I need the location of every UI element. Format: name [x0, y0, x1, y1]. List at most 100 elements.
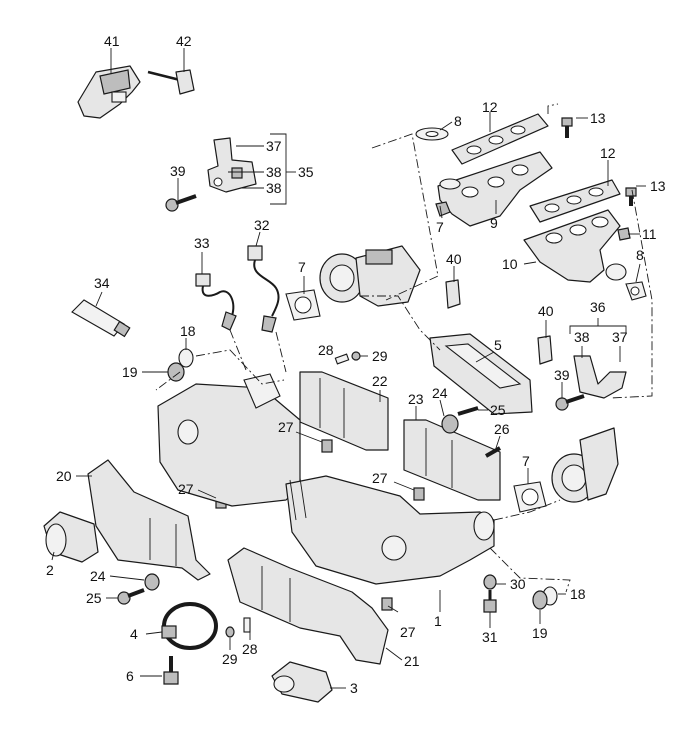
part-7-gasket-c: [513, 481, 547, 513]
callout-37-b: 37: [612, 329, 628, 345]
part-33-oxygen-sensor: [195, 273, 237, 331]
part-18-19-washers-a: [167, 348, 194, 382]
callout-41: 41: [104, 33, 120, 49]
callout-11: 11: [642, 226, 657, 242]
part-36-bracket: [573, 355, 627, 399]
callout-33: 33: [194, 235, 210, 251]
callout-31: 31: [482, 629, 498, 645]
callout-27-d: 27: [400, 624, 416, 640]
callout-6: 6: [126, 668, 134, 684]
part-3-tailpipe-tip: [271, 661, 333, 703]
callout-13-b: 13: [650, 178, 666, 194]
callout-7-c: 7: [522, 453, 530, 469]
callout-4: 4: [130, 626, 138, 642]
callout-19: 19: [122, 364, 138, 380]
part-26-bolt: [485, 446, 501, 458]
part-13-bolt-a: [561, 117, 573, 138]
callout-5: 5: [494, 337, 502, 353]
part-7-nut-a: [435, 201, 451, 217]
turbocharger-right: [551, 427, 619, 503]
callout-numbers: 41 42 8 12 13 37 35 38 38 39 7 9 12 13 1…: [46, 33, 666, 696]
callout-27: 27: [278, 419, 294, 435]
part-7-gasket-b: [285, 289, 321, 321]
part-18-19-washers-b: [532, 586, 558, 610]
part-8-gasket-b: [625, 281, 647, 301]
callout-18-b: 18: [570, 586, 586, 602]
callout-24: 24: [432, 385, 448, 401]
callout-2: 2: [46, 562, 54, 578]
assembly-guide-lines: [155, 103, 653, 593]
callout-3: 3: [350, 680, 358, 696]
callout-29-b: 29: [222, 651, 238, 667]
part-25-bolt-b: [117, 588, 145, 605]
callout-40-b: 40: [538, 303, 554, 319]
part-31-stud: [483, 590, 497, 613]
callout-40: 40: [446, 251, 462, 267]
part-13-bolt-b: [625, 187, 637, 206]
part-4-clamp: [161, 602, 218, 650]
part-27-clip-c: [413, 487, 425, 501]
callout-12: 12: [482, 99, 498, 115]
part-5-heat-shield: [429, 333, 533, 415]
part-30-nut: [483, 574, 497, 590]
callout-30: 30: [510, 576, 526, 592]
part-23-heat-shield: [403, 419, 501, 501]
part-39-bolt-b: [555, 394, 585, 411]
part-32-oxygen-sensor: [247, 245, 280, 333]
part-24-25-fasteners-a: [441, 406, 479, 434]
part-12-gasket-a: [451, 113, 549, 165]
callout-18: 18: [180, 323, 196, 339]
callout-36: 36: [590, 299, 606, 315]
callout-29: 29: [372, 348, 388, 364]
turbocharger-left: [319, 245, 421, 307]
callout-27-b: 27: [178, 481, 194, 497]
callout-37: 37: [266, 138, 282, 154]
part-12-gasket-b: [529, 179, 621, 223]
part-34-paste-tube: [71, 299, 131, 338]
callout-32: 32: [254, 217, 270, 233]
callout-34: 34: [94, 275, 110, 291]
callout-28: 28: [318, 342, 334, 358]
part-27-clip-d: [381, 597, 393, 611]
callout-24-b: 24: [90, 568, 106, 584]
callout-10: 10: [502, 256, 518, 272]
callout-23: 23: [408, 391, 424, 407]
callout-1: 1: [434, 613, 442, 629]
callout-39-b: 39: [554, 367, 570, 383]
callout-35: 35: [298, 164, 314, 180]
callout-12-b: 12: [600, 145, 616, 161]
part-27-clip-a: [321, 439, 333, 453]
callout-27-c: 27: [372, 470, 388, 486]
callout-38-c: 38: [574, 329, 590, 345]
part-8-gasket-a: [415, 127, 449, 141]
part-20-heat-shield: [87, 459, 211, 581]
callout-7-b: 7: [298, 259, 306, 275]
callout-26: 26: [494, 421, 510, 437]
part-28-29-pin-b: [225, 617, 251, 638]
part-6-bolt: [163, 656, 179, 685]
part-11-nut: [617, 227, 631, 241]
leader-lines: [51, 48, 646, 689]
callout-25-b: 25: [86, 590, 102, 606]
callout-42: 42: [176, 33, 192, 49]
callout-8: 8: [454, 113, 462, 129]
callout-20: 20: [56, 468, 72, 484]
part-41-bracket: [77, 65, 141, 119]
callout-25: 25: [490, 402, 506, 418]
part-40-sensor-a: [445, 279, 461, 309]
callout-13: 13: [590, 110, 606, 126]
part-10-manifold: [523, 209, 627, 283]
callout-19-b: 19: [532, 625, 548, 641]
callout-7: 7: [436, 219, 444, 235]
part-28-29-pin-a: [334, 351, 361, 365]
callout-38-b: 38: [266, 180, 282, 196]
part-2-tailpipe-tip: [43, 511, 99, 563]
callout-38: 38: [266, 164, 282, 180]
callout-28-b: 28: [242, 641, 258, 657]
part-40-sensor-b: [537, 335, 553, 365]
callout-21: 21: [404, 653, 420, 669]
part-35-bracket-assembly: [207, 137, 257, 193]
part-24-nut-b: [144, 573, 160, 591]
